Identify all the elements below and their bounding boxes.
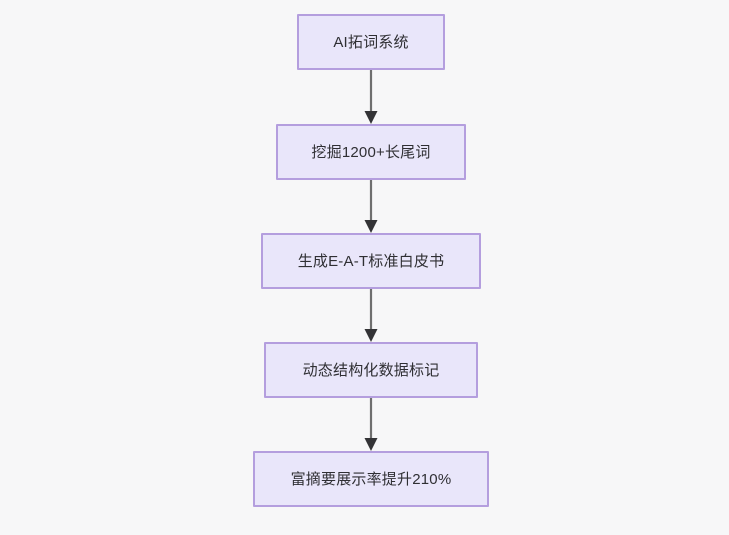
flow-node-generate-eat-whitepaper[interactable]: 生成E-A-T标准白皮书	[261, 233, 481, 289]
edge-n2-n3	[364, 180, 378, 233]
flow-node-label: AI拓词系统	[333, 33, 409, 51]
flow-node-ai-keyword-system[interactable]: AI拓词系统	[297, 14, 445, 70]
arrowhead-n4-n5	[364, 438, 378, 451]
flow-node-label: 富摘要展示率提升210%	[290, 470, 452, 488]
flow-node-dynamic-structured-data-markup[interactable]: 动态结构化数据标记	[264, 342, 478, 398]
edge-n1-n2	[364, 70, 378, 124]
arrowhead-n2-n3	[364, 220, 378, 233]
edge-n4-n5	[364, 398, 378, 451]
arrowhead-n3-n4	[364, 329, 378, 342]
edge-n3-n4	[364, 289, 378, 342]
flow-node-rich-snippet-impression-lift[interactable]: 富摘要展示率提升210%	[253, 451, 489, 507]
flow-node-mine-longtail-keywords[interactable]: 挖掘1200+长尾词	[276, 124, 466, 180]
arrowhead-n1-n2	[364, 111, 378, 124]
flow-node-label: 生成E-A-T标准白皮书	[297, 252, 445, 270]
flow-node-label: 动态结构化数据标记	[302, 361, 440, 379]
flow-node-label: 挖掘1200+长尾词	[311, 143, 431, 161]
